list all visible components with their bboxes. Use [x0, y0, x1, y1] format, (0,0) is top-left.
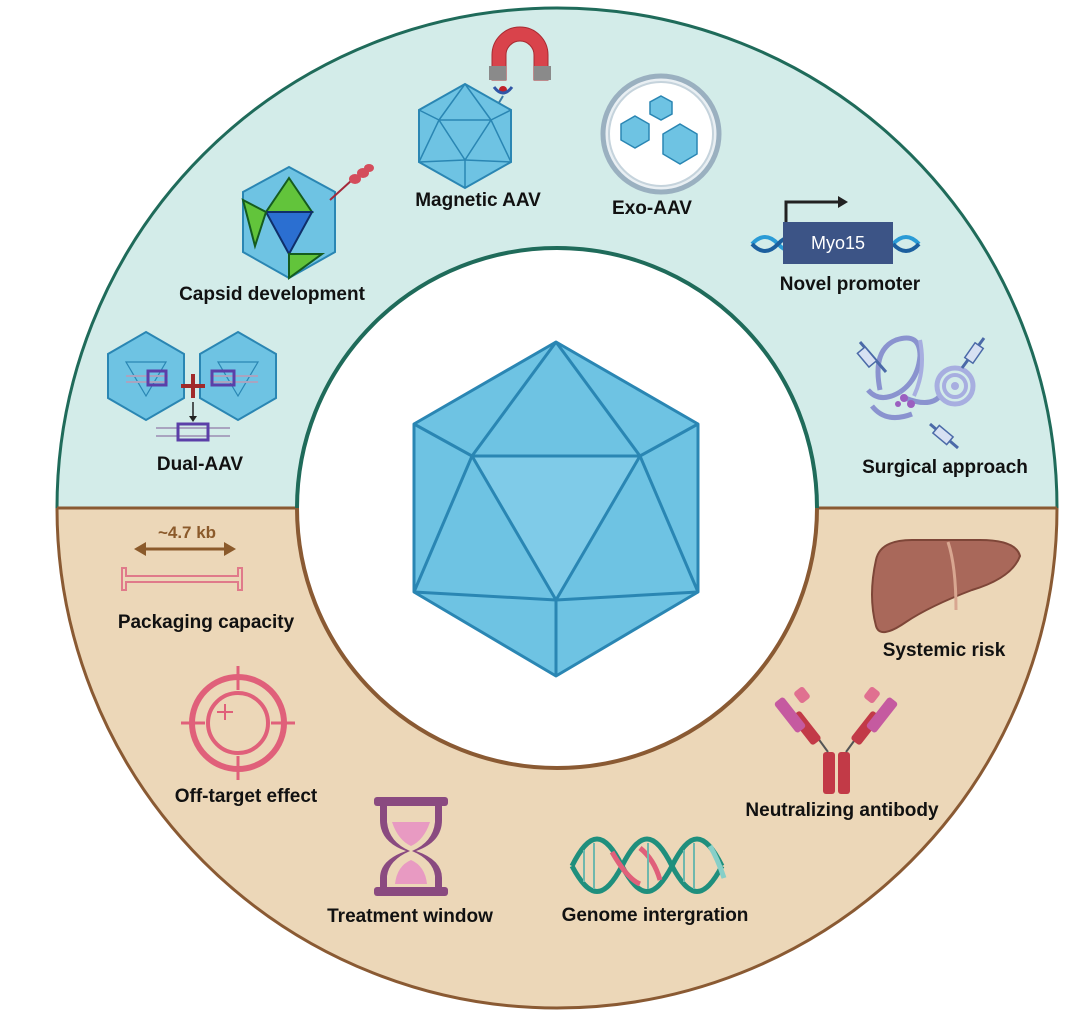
- promoter-icon: Myo15: [750, 196, 921, 264]
- dna-icon: [569, 836, 727, 894]
- dual-capsid-icon: [107, 330, 277, 442]
- novel-promoter-label: Novel promoter: [780, 274, 921, 295]
- exo-aav-label: Exo-AAV: [612, 198, 692, 219]
- treatment-window-label: Treatment window: [327, 906, 493, 927]
- capsid-development-label: Capsid development: [179, 284, 365, 305]
- capsid-development-icon: [241, 164, 374, 280]
- magnet-capsid-icon: [418, 26, 551, 190]
- hourglass-icon: [374, 797, 448, 896]
- exosome-icon: [600, 73, 722, 195]
- target-icon: [181, 666, 295, 780]
- neutralizing-antibody-label: Neutralizing antibody: [745, 800, 939, 821]
- cochlea-injection-icon: [856, 335, 986, 450]
- systemic-risk-label: Systemic risk: [883, 640, 1006, 661]
- packaging-size-text: ~4.7 kb: [158, 523, 216, 542]
- packaging-capacity-icon: ~4.7 kb: [121, 523, 243, 591]
- genome-intergration-label: Genome intergration: [562, 905, 749, 926]
- magnetic-aav-label: Magnetic AAV: [415, 190, 541, 211]
- packaging-capacity-label: Packaging capacity: [118, 612, 295, 633]
- antibody-icon: [774, 687, 898, 794]
- surgical-approach-label: Surgical approach: [862, 457, 1028, 478]
- dual-aav-label: Dual-AAV: [157, 454, 244, 475]
- liver-icon: [871, 539, 1022, 633]
- off-target-effect-label: Off-target effect: [175, 786, 318, 807]
- promoter-box-text: Myo15: [811, 233, 865, 253]
- aav-capsid-icosahedron-icon: [412, 340, 700, 678]
